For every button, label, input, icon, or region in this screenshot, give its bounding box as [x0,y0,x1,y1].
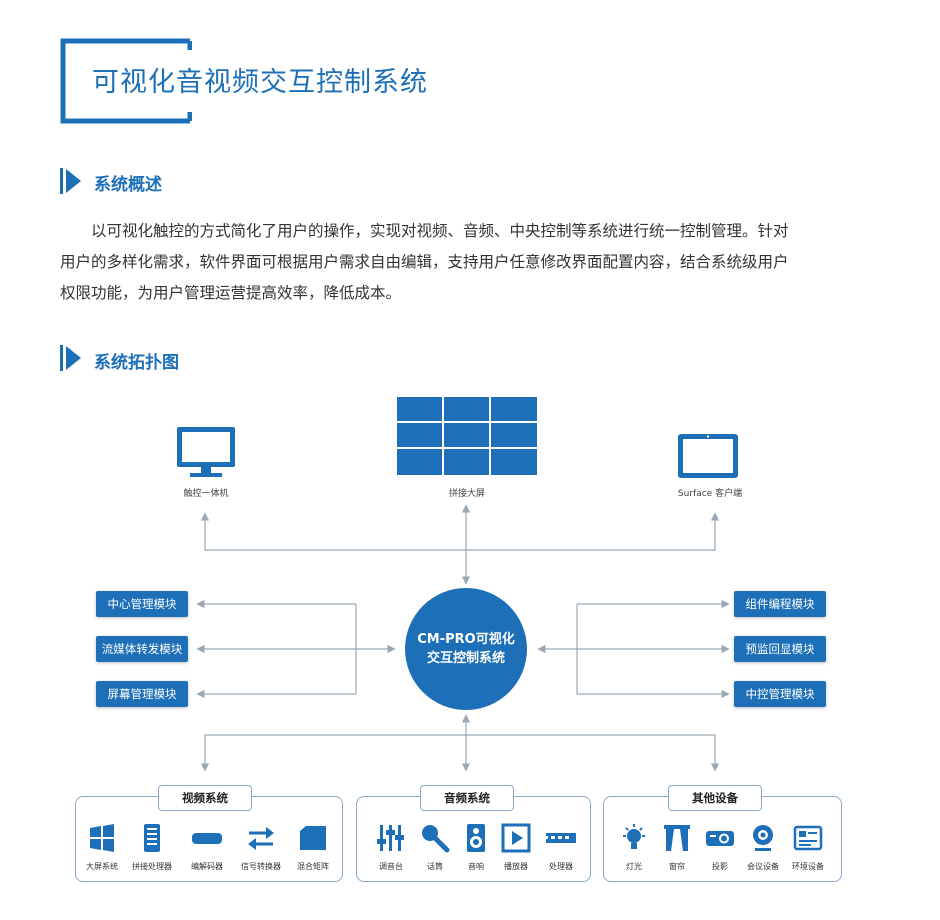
video-wall-icon [397,397,537,475]
item-mixer: 调音台 [361,823,421,872]
module-central-control: 中控管理模块 [734,681,826,707]
module-screen-management: 屏幕管理模块 [96,681,188,707]
item-big-screen: 大屏系统 [72,823,132,872]
item-label: 信号转换器 [241,862,281,871]
env-sensor-icon [793,825,823,851]
overview-paragraph: 以可视化触控的方式简化了用户的操作，实现对视频、音频、中央控制等系统进行统一控制… [60,216,860,309]
item-microphone: 话筒 [405,823,465,872]
group-other-title: 其他设备 [668,785,762,811]
module-preview-echo: 预监回显模块 [734,636,826,662]
item-label: 会议设备 [747,862,779,871]
audio-processor-icon [540,833,582,843]
item-splice-processor: 拼接处理器 [122,823,182,872]
item-label: 窗帘 [669,862,685,871]
section-arrow-icon [60,168,81,194]
microphone-icon [422,825,450,853]
item-label: 大屏系统 [86,862,118,871]
title-frame [60,38,192,124]
module-stream-forward: 流媒体转发模块 [96,636,188,662]
curtain-icon [664,825,690,851]
windows-screen-icon [90,824,114,852]
item-hybrid-matrix: 混合矩阵 [283,823,343,872]
device-label-touch: 触控一体机 [183,489,229,499]
item-label: 投影 [712,862,728,871]
item-environment: 环境设备 [778,823,838,872]
section-arrow-icon [60,345,81,371]
item-label: 混合矩阵 [297,862,329,871]
item-audio-processor: 处理器 [531,823,591,872]
item-curtain: 窗帘 [647,823,707,872]
item-speaker: 音响 [446,823,506,872]
processor-icon [144,824,160,852]
webcam-icon [753,825,773,851]
item-label: 话筒 [427,862,443,871]
device-label-wall: 拼接大屏 [448,489,485,499]
speaker-icon [467,824,485,852]
device-label-surface: Surface 客户端 [677,489,743,499]
tablet-icon [678,434,738,478]
item-label: 调音台 [379,862,403,871]
player-icon [501,823,531,853]
overview-line: 以可视化触控的方式简化了用户的操作，实现对视频、音频、中央控制等系统进行统一控制… [91,222,789,240]
overview-heading: 系统概述 [94,175,162,195]
mixer-icon [377,825,404,851]
projector-icon [706,831,734,846]
item-label: 音响 [468,862,484,871]
item-label: 播放器 [504,862,528,871]
page-title: 可视化音视频交互控制系统 [92,67,428,98]
item-conference: 会议设备 [733,823,793,872]
codec-icon [192,833,222,844]
item-projector: 投影 [690,823,750,872]
hub-title-line1: CM-PRO可视化 [417,632,515,647]
item-lighting: 灯光 [604,823,664,872]
item-label: 处理器 [549,862,573,871]
overview-line: 用户的多样化需求，软件界面可根据用户需求自由编辑，支持用户任意修改界面配置内容，… [60,253,789,271]
group-video-title: 视频系统 [158,785,252,811]
module-center-management: 中心管理模块 [96,591,188,617]
matrix-icon [300,826,326,850]
topology-heading: 系统拓扑图 [94,353,179,373]
bulb-icon [623,824,645,849]
overview-line: 权限功能，为用户管理运营提高效率，降低成本。 [60,284,402,302]
hub-title-line2: 交互控制系统 [426,651,505,666]
converter-icon [248,827,274,850]
group-audio-title: 音频系统 [420,785,514,811]
item-label: 拼接处理器 [132,862,172,871]
item-label: 编解码器 [191,862,223,871]
item-label: 环境设备 [792,862,824,871]
item-player: 播放器 [486,823,546,872]
monitor-icon [177,427,235,477]
item-codec: 编解码器 [177,823,237,872]
item-signal-converter: 信号转换器 [231,823,291,872]
hub-circle: CM-PRO可视化 交互控制系统 [405,588,527,710]
item-label: 灯光 [626,862,642,871]
module-component-programming: 组件编程模块 [734,591,826,617]
